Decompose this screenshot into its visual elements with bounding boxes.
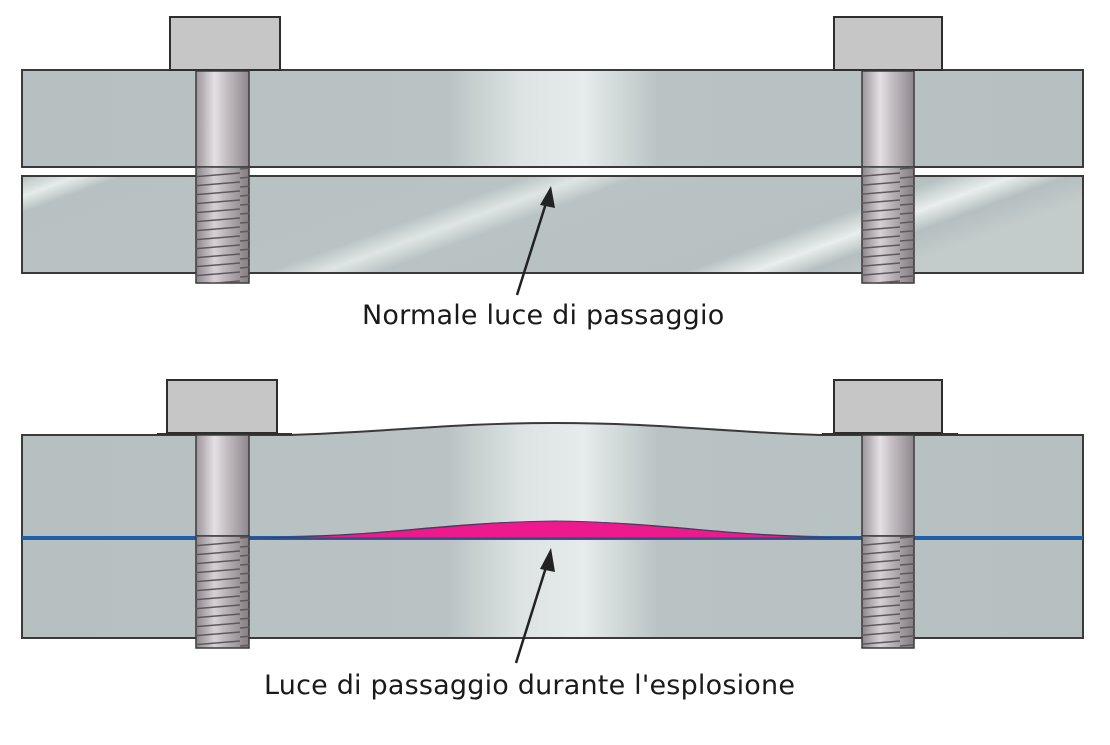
top-arrow-icon bbox=[515, 186, 555, 296]
bottom-upper-plate bbox=[21, 421, 1084, 538]
top-left-bolt-icon bbox=[169, 16, 281, 284]
bottom-lower-plate bbox=[21, 538, 1084, 639]
explosion-gap bbox=[249, 520, 861, 539]
bottom-assembly bbox=[21, 379, 1084, 664]
explosion-gap-caption: Luce di passaggio durante l'esplosione bbox=[264, 670, 796, 701]
bottom-arrow-icon bbox=[514, 548, 555, 664]
top-upper-plate bbox=[21, 69, 1084, 168]
top-assembly bbox=[21, 16, 1084, 296]
top-lower-plate bbox=[21, 175, 1084, 274]
bottom-right-bolt-icon bbox=[822, 379, 958, 649]
top-right-bolt-icon bbox=[833, 16, 943, 284]
bottom-left-bolt-icon bbox=[157, 379, 292, 649]
normal-gap-caption: Normale luce di passaggio bbox=[362, 300, 725, 331]
